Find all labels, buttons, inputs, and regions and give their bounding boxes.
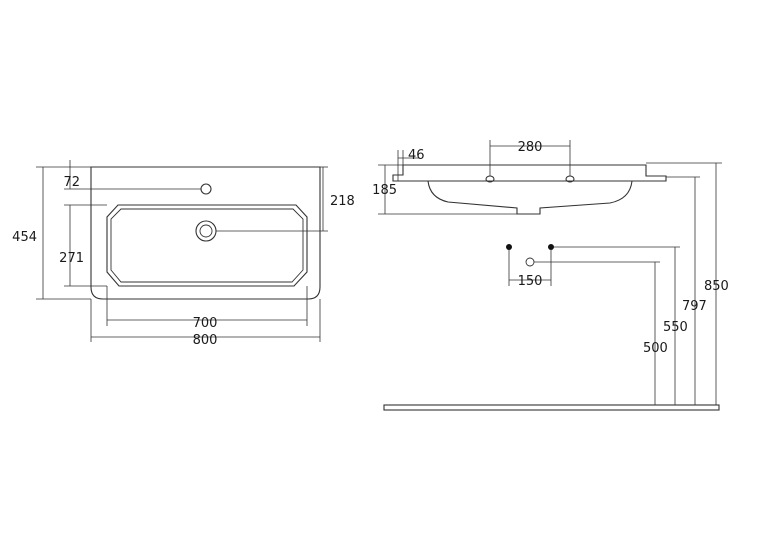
top-view: 454 72 271 218 700 800 [12,160,355,348]
dim-basin-height-label: 185 [372,183,397,198]
dim-h-top-label: 850 [704,279,729,294]
pipe-point-right [548,244,554,250]
basin-bowl-profile [427,180,633,215]
basin-top-edge [392,164,667,182]
dim-bowl-width-label: 700 [193,316,218,331]
dim-drain-offset-label: 218 [330,194,355,209]
drain-outer [195,220,217,242]
dim-tap-spacing-label: 280 [518,140,543,155]
side-view: 280 46 185 150 850 797 5 [372,140,729,411]
dim-overall-width-label: 800 [193,333,218,348]
basin-outline [90,166,321,300]
dim-depth-label: 454 [12,230,37,245]
dim-pipe-spacing-label: 150 [518,274,543,289]
pipe-point-left [506,244,512,250]
dim-tap-offset-label: 72 [63,175,80,190]
dim-bowl-depth-label: 271 [59,251,84,266]
bowl-inner-outline [110,208,304,283]
dim-h-rim-label: 797 [682,299,707,314]
dim-edge-thickness-label: 46 [408,148,425,163]
tap-hole [200,183,212,195]
drain-inner [199,224,213,238]
dim-h-pipe-lower-label: 500 [643,341,668,356]
floor-line [383,404,720,411]
dim-h-pipe-upper-label: 550 [663,320,688,335]
pipe-outlet [525,257,535,267]
bowl-outline [106,204,308,287]
